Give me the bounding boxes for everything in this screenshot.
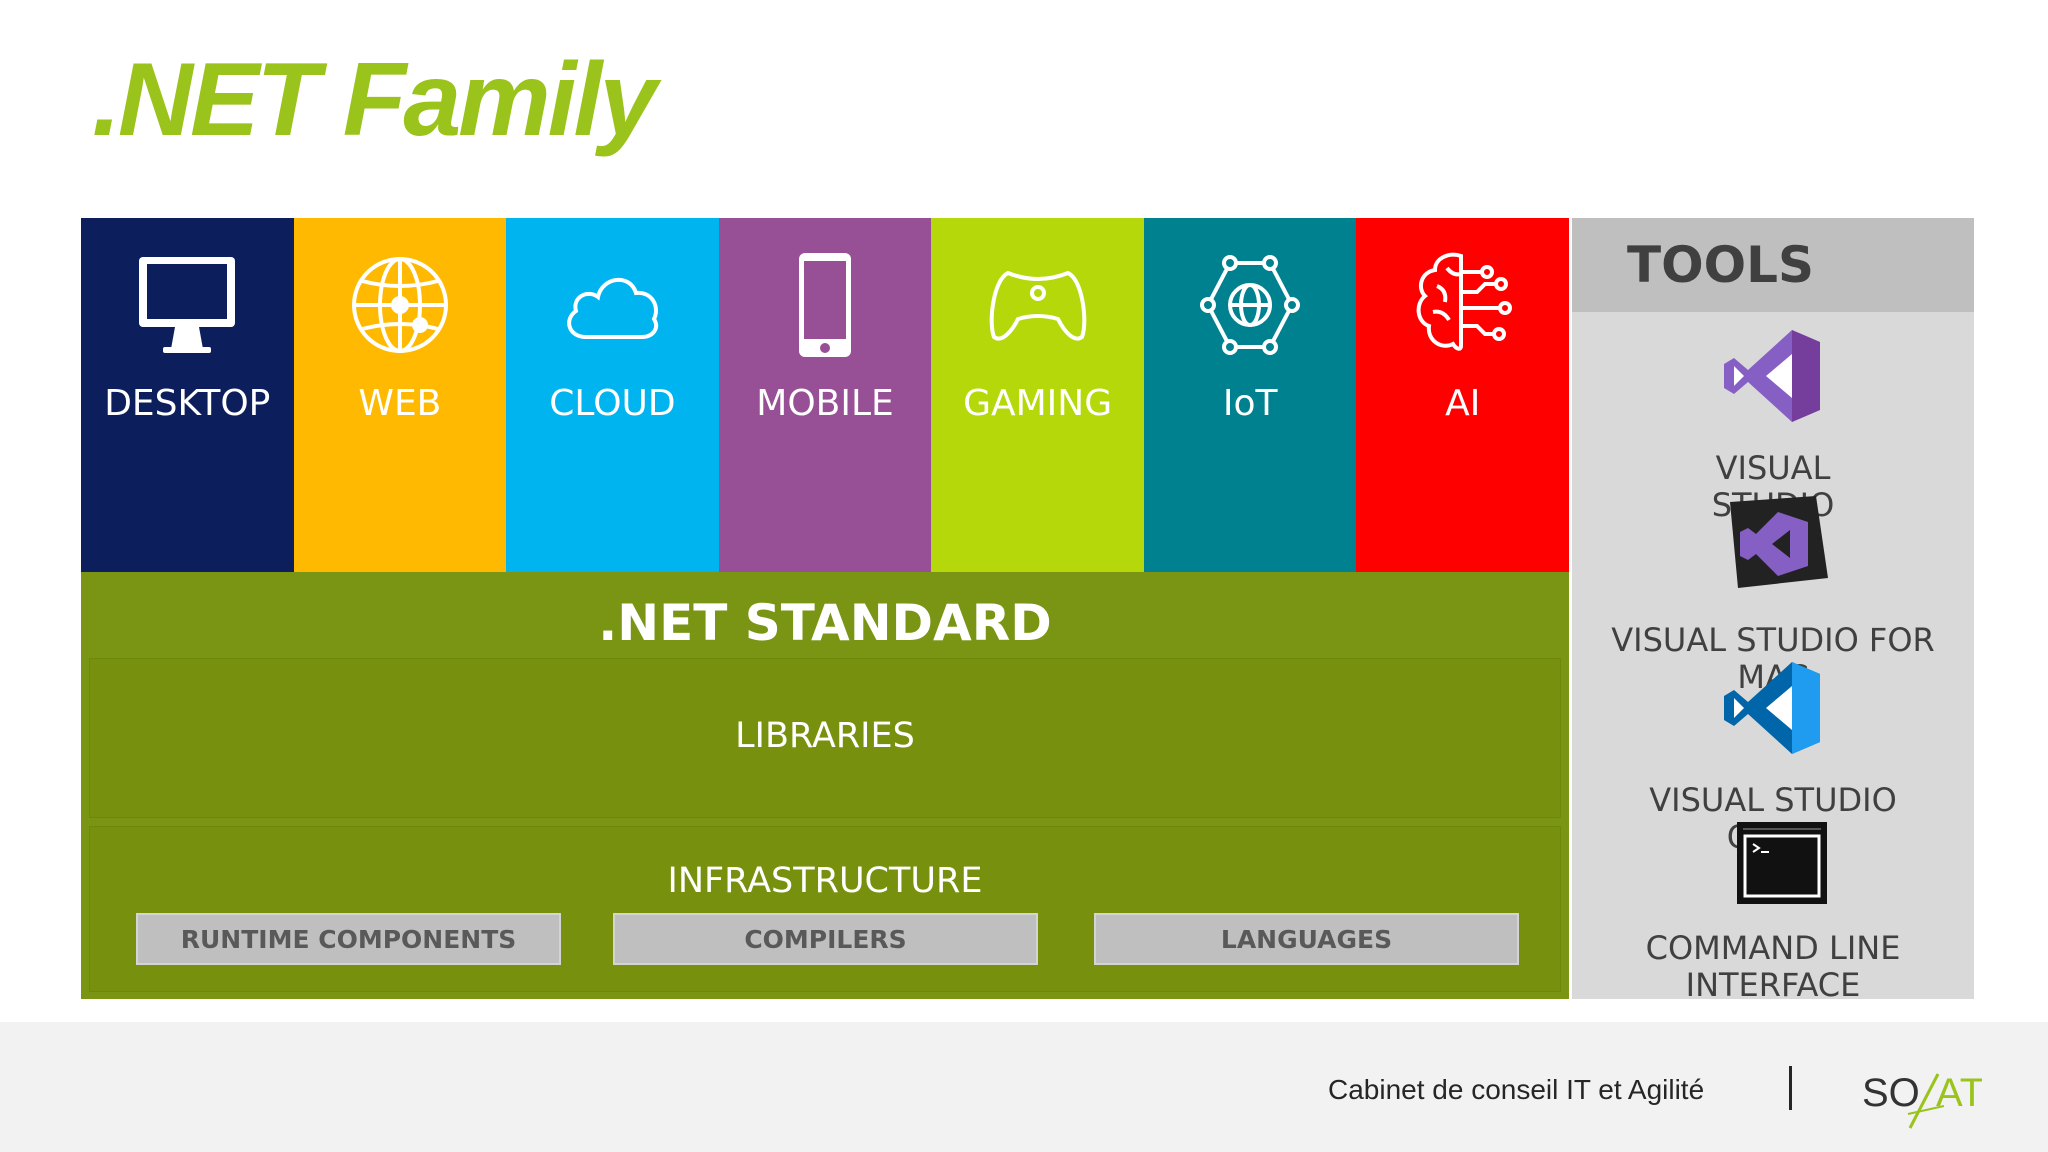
cloud-icon: [506, 250, 719, 360]
platform-label-desktop: DESKTOP: [104, 383, 271, 424]
tools-header: TOOLS: [1572, 218, 1974, 312]
infrastructure-section: INFRASTRUCTURE RUNTIME COMPONENTS COMPIL…: [89, 826, 1561, 992]
libraries-label: LIBRARIES: [735, 716, 915, 756]
libraries-section: LIBRARIES: [89, 658, 1561, 818]
svg-text:AT: AT: [1936, 1071, 1982, 1115]
platform-label-ai: AI: [1445, 383, 1481, 424]
tools-panel: TOOLS VISUAL STUDIO VISUAL STUDIO FOR MA…: [1572, 218, 1974, 999]
tool-label-cli: COMMAND LINE INTERFACE: [1645, 929, 1901, 1000]
slide-title: .NET Family: [92, 42, 657, 158]
platform-label-web: WEB: [358, 383, 442, 424]
footer: Cabinet de conseil IT et Agilité SO AT: [0, 1022, 2048, 1152]
platform-web: WEB: [293, 218, 507, 572]
platform-mobile: MOBILE: [718, 218, 932, 572]
platform-label-cloud: CLOUD: [549, 383, 676, 424]
footer-tagline: Cabinet de conseil IT et Agilité: [1328, 1074, 1705, 1105]
platform-gaming: GAMING: [931, 218, 1144, 572]
net-standard-title: .NET STANDARD: [598, 594, 1052, 652]
svg-text:SO: SO: [1862, 1071, 1920, 1115]
net-standard-block: .NET STANDARD LIBRARIES INFRASTRUCTURE R…: [81, 572, 1569, 999]
globe-icon: [294, 250, 507, 360]
runtime-components-box: RUNTIME COMPONENTS: [136, 913, 561, 965]
platform-iot: IoT: [1143, 218, 1357, 572]
soat-logo: SO AT: [1862, 1066, 1984, 1137]
platform-cloud: CLOUD: [506, 218, 719, 572]
platform-desktop: DESKTOP: [81, 218, 294, 572]
platform-label-mobile: MOBILE: [756, 383, 894, 424]
visual-studio-icon: [1720, 326, 1824, 431]
visual-studio-mac-icon: [1720, 494, 1830, 595]
terminal-icon: [1737, 822, 1827, 909]
platform-label-gaming: GAMING: [963, 383, 1113, 424]
footer-divider: [1789, 1066, 1792, 1110]
desktop-monitor-icon: [81, 250, 294, 360]
brain-circuit-icon: [1356, 250, 1569, 360]
platform-row: DESKTOP WEB CLOUD: [81, 218, 1570, 572]
compilers-box: COMPILERS: [613, 913, 1038, 965]
iot-network-icon: [1144, 250, 1357, 360]
vscode-icon: [1720, 660, 1824, 761]
platform-ai: AI: [1356, 218, 1570, 572]
infrastructure-label: INFRASTRUCTURE: [667, 861, 983, 901]
tools-title: TOOLS: [1627, 236, 1814, 294]
languages-box: LANGUAGES: [1094, 913, 1519, 965]
platform-label-iot: IoT: [1222, 383, 1278, 424]
gamepad-icon: [931, 250, 1144, 360]
smartphone-icon: [719, 250, 932, 360]
